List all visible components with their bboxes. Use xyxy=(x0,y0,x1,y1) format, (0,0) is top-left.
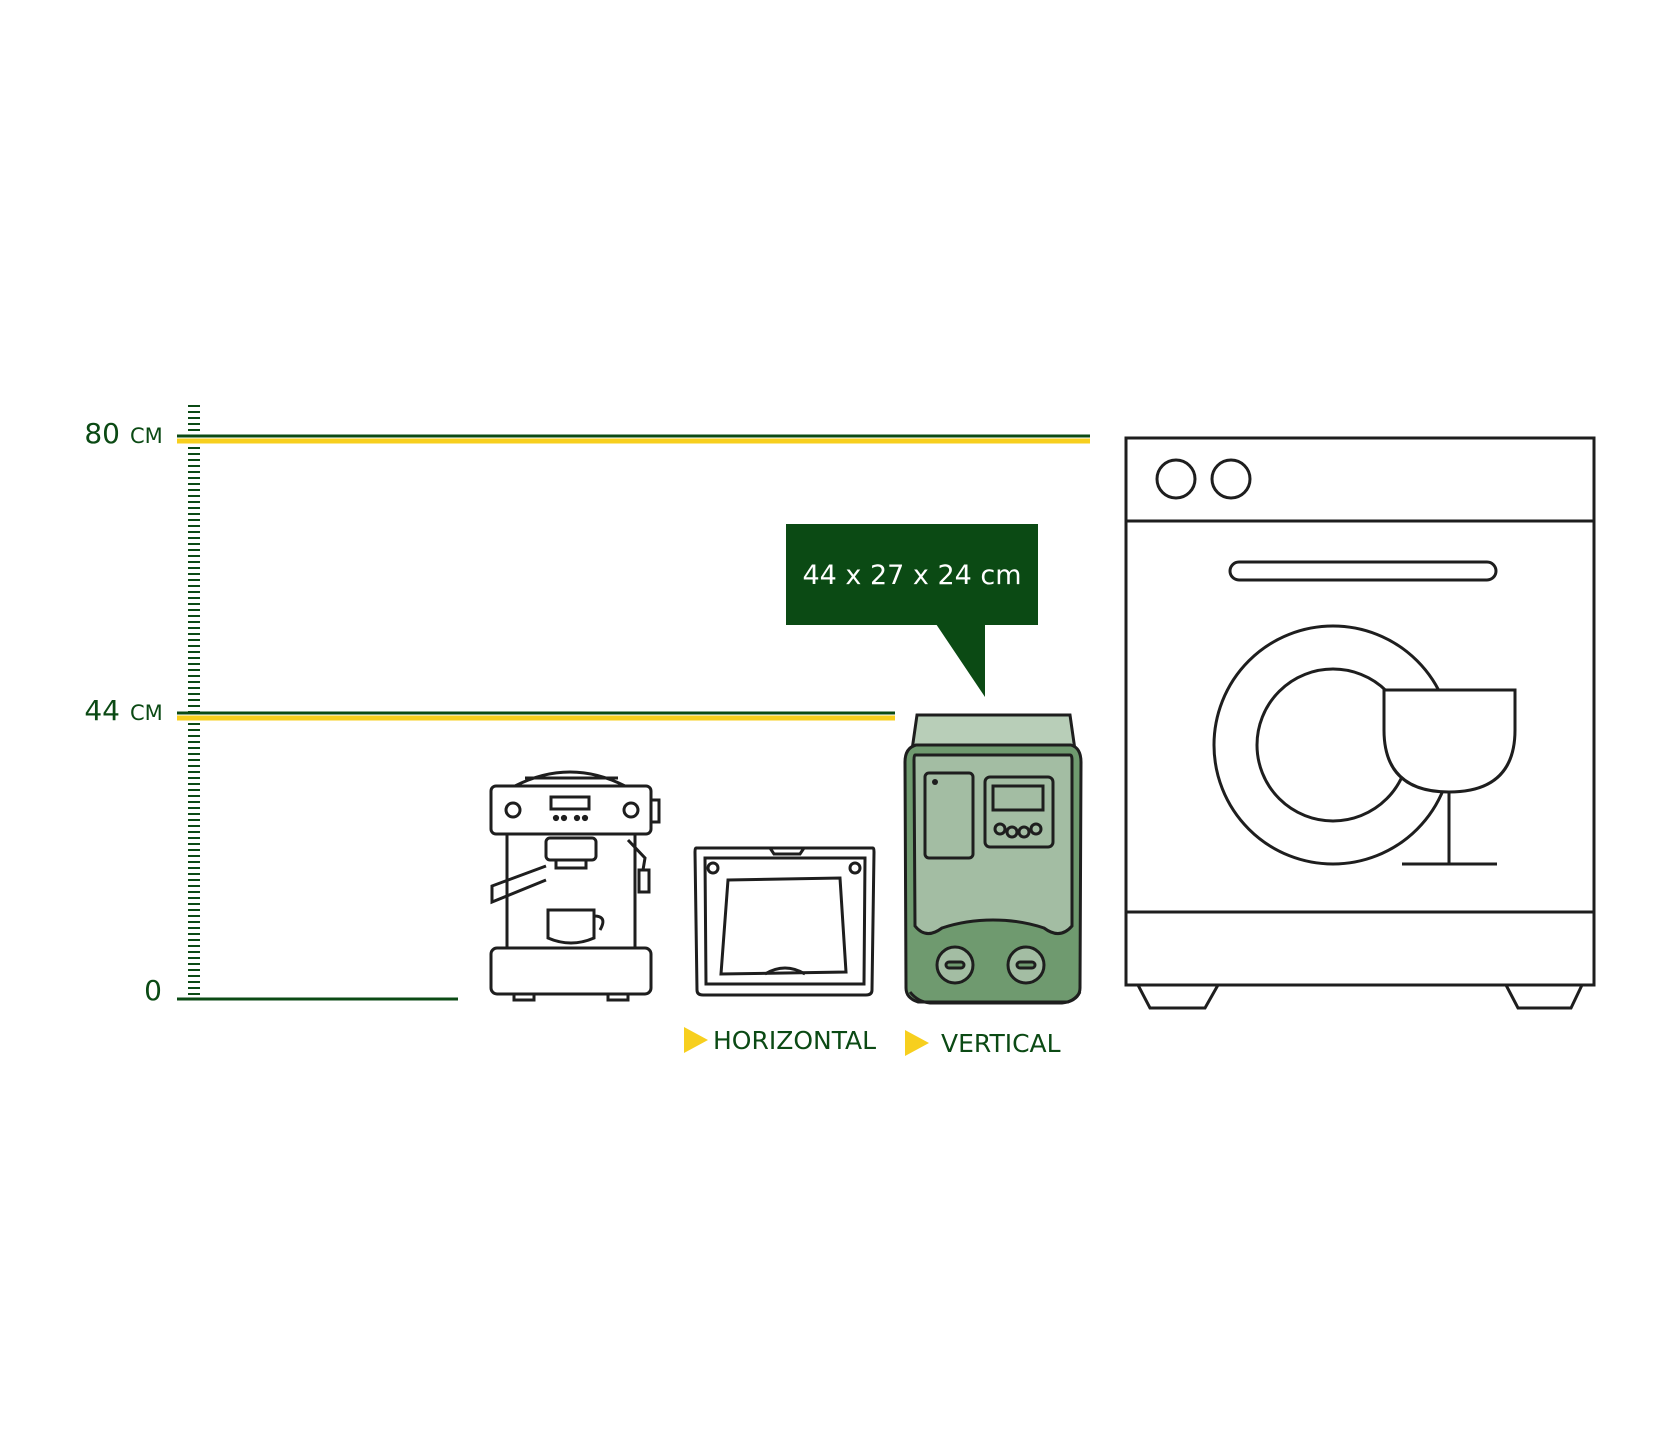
dimension-callout: 44 x 27 x 24 cm xyxy=(786,524,1038,697)
callout-pointer xyxy=(936,624,985,697)
tick-label-44: 44 xyxy=(84,694,120,727)
vertical-arrow-icon xyxy=(905,1030,929,1056)
tick-unit-44: CM xyxy=(130,701,163,725)
callout-box xyxy=(786,524,1038,625)
tick-label-80: 80 xyxy=(84,417,120,450)
orientation-labels: HORIZONTAL VERTICAL xyxy=(684,1026,1061,1058)
vertical-label: VERTICAL xyxy=(941,1029,1061,1058)
tick-label-0: 0 xyxy=(144,974,162,1007)
espresso-machine-icon xyxy=(489,770,661,1002)
pump-vertical-icon xyxy=(903,713,1083,1005)
horizontal-label: HORIZONTAL xyxy=(713,1026,876,1055)
reference-line-80 xyxy=(177,434,1090,444)
tick-unit-80: CM xyxy=(130,424,163,448)
pump-horizontal-icon xyxy=(693,846,876,997)
horizontal-arrow-icon xyxy=(684,1027,708,1053)
dishwasher-icon xyxy=(1124,436,1596,1010)
reference-line-44 xyxy=(177,711,895,721)
callout-text: 44 x 27 x 24 cm xyxy=(802,560,1021,591)
